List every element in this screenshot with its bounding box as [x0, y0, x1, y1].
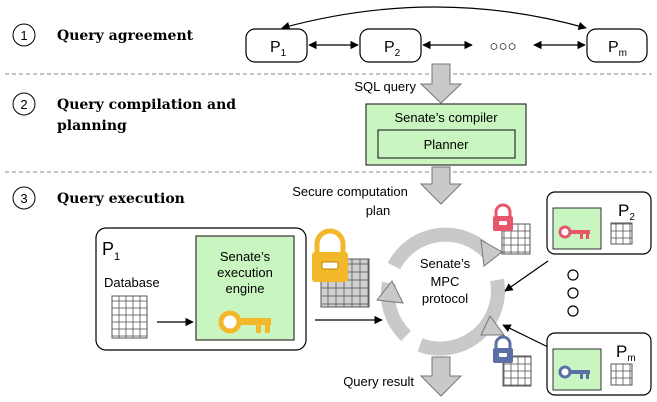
vertical-ellipsis	[567, 269, 579, 317]
key-icon-blue	[558, 365, 590, 379]
party-box-p1-top: P1	[245, 28, 308, 63]
compiler-box: Senate’s compiler Planner	[365, 103, 527, 166]
step-2-number: 2	[20, 97, 27, 112]
mpc-line1: Senate’s	[420, 256, 471, 271]
lock-icon-blue	[493, 335, 513, 363]
party-box-pm-top: Pm	[586, 28, 648, 63]
pm-data-grid	[610, 363, 633, 386]
execution-party-p2: P2	[546, 191, 652, 255]
step-2: 2 Query compilation and planning	[12, 92, 236, 134]
compiler-title: Senate’s compiler	[394, 110, 498, 125]
planner-box	[377, 129, 516, 159]
curved-arrow-p1-pm	[281, 6, 587, 31]
svg-text:Pm: Pm	[608, 39, 627, 59]
encrypted-data-blue	[493, 335, 532, 387]
step-1-circle	[12, 23, 36, 47]
lock-icon	[312, 228, 348, 282]
lock-icon-red	[493, 203, 513, 231]
gray-arrow-plan	[419, 166, 463, 205]
mpc-protocol: Senate’s MPC protocol	[376, 227, 505, 356]
exec-p2-sub: 2	[629, 212, 635, 223]
arrow-p2-to-mpc	[504, 260, 549, 292]
encrypted-data-red	[493, 203, 531, 255]
exec-party-sub: 1	[114, 251, 120, 263]
step-3-number: 3	[20, 191, 27, 206]
exec-pm-sub: m	[627, 353, 635, 364]
party-p1-sub: 1	[281, 48, 287, 59]
key-icon	[218, 310, 271, 334]
mpc-cycle-arrow	[387, 227, 498, 270]
svg-text:Pm: Pm	[616, 342, 636, 364]
arrow-pm-to-mpc	[502, 324, 549, 348]
step-1-label: Query agreement	[57, 28, 194, 44]
party-p2-sub: 2	[395, 48, 401, 59]
svg-text:P2: P2	[618, 201, 635, 223]
plan-label-line1: Secure computation	[292, 184, 408, 199]
svg-text:P1: P1	[270, 39, 287, 59]
engine-line2: execution	[217, 265, 273, 280]
engine-line3: engine	[225, 281, 264, 296]
party-p2-label: P	[384, 39, 395, 56]
step-1-number: 1	[20, 28, 27, 43]
party-pm-label: P	[608, 39, 619, 56]
key-icon-red	[558, 225, 590, 239]
exec-p2-label: P	[618, 201, 629, 220]
query-result-label: Query result	[343, 374, 414, 389]
gray-arrow-result	[419, 356, 463, 397]
planner-label: Planner	[424, 137, 469, 152]
parties-ellipsis: ○○○	[489, 38, 516, 55]
exec-pm-label: P	[616, 342, 627, 361]
execution-party-p1: P1 Database Senate’s execution engine	[95, 227, 307, 351]
sql-query-label: SQL query	[354, 79, 416, 94]
execution-party-pm: Pm	[546, 332, 652, 396]
gray-arrow-sql	[419, 63, 463, 104]
mpc-line3: protocol	[422, 291, 468, 306]
encrypted-data-gold	[312, 228, 370, 308]
step-3-circle	[12, 186, 36, 210]
party-p1-label: P	[270, 39, 281, 56]
step-2-label-line1: Query compilation and	[57, 97, 236, 113]
engine-line1: Senate’s	[220, 249, 271, 264]
mpc-cycle-arrow-2	[417, 278, 505, 356]
mpc-line2: MPC	[431, 274, 460, 289]
step-3: 3 Query execution	[12, 186, 185, 210]
step-2-circle	[12, 92, 36, 116]
step-2-label-line2: planning	[57, 118, 127, 134]
svg-text:P2: P2	[384, 39, 401, 59]
party-pm-sub: m	[619, 48, 627, 59]
svg-text:P1: P1	[102, 239, 120, 263]
p2-data-grid	[610, 222, 633, 245]
database-label: Database	[104, 275, 160, 290]
step-1: 1 Query agreement	[12, 23, 194, 47]
plan-label-line2: plan	[366, 203, 391, 218]
database-grid	[111, 295, 148, 339]
party-box-p2-top: P2	[359, 28, 422, 63]
step-3-label: Query execution	[57, 191, 185, 207]
exec-party-label: P	[102, 239, 114, 259]
